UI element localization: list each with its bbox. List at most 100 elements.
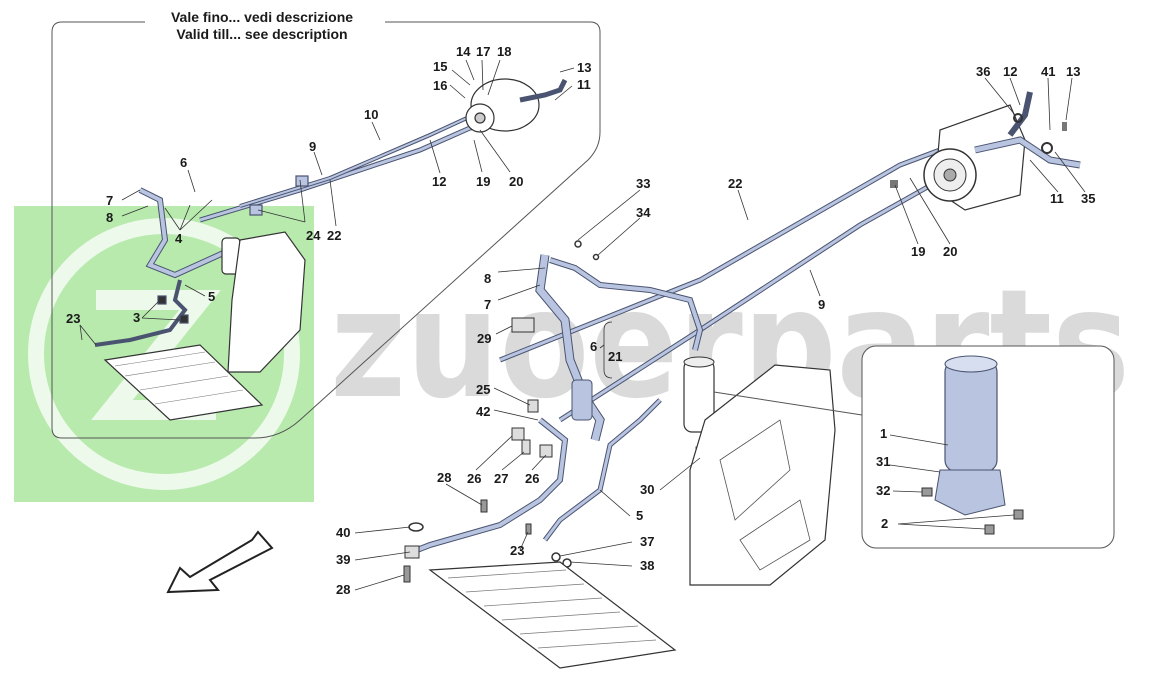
callout-12-inset: 12: [432, 174, 446, 189]
compressor-hub: [943, 168, 957, 182]
inset-condenser: [103, 344, 264, 421]
leader-inset-23: [79, 324, 97, 346]
inset-frame: [51, 21, 601, 439]
leader-inset-7: [121, 189, 141, 201]
bracket-body: [689, 364, 836, 586]
callout-19: 19: [911, 244, 925, 259]
callout-17: 17: [476, 44, 490, 59]
compressor: [923, 104, 1026, 211]
leader-27: [501, 451, 525, 471]
inset-clip-24b: [295, 175, 309, 187]
condenser-frame: [428, 561, 677, 669]
callout-35: 35: [1081, 191, 1095, 206]
leader-31: [889, 464, 941, 473]
detail-drier-body: [944, 359, 998, 473]
callout-33: 33: [636, 176, 650, 191]
oring-33: [574, 240, 582, 248]
condenser: [428, 561, 677, 669]
bolt-28-upper: [480, 499, 488, 513]
hose-42-fill: [411, 418, 568, 554]
inset-pipe-10-fill: [239, 111, 481, 207]
callout-39: 39: [336, 552, 350, 567]
callout-8: 8: [484, 271, 491, 286]
callout-20: 20: [943, 244, 957, 259]
callout-5: 5: [636, 508, 643, 523]
callout-6: 6: [590, 339, 597, 354]
callout-34: 34: [636, 205, 651, 220]
leader-6-bracket: [599, 321, 613, 379]
bracket: [689, 364, 836, 586]
leader-13: [1065, 77, 1073, 121]
inset-pipe-10: [239, 110, 481, 208]
callout-21: 21: [608, 349, 622, 364]
leader-26b: [531, 454, 547, 471]
leader-28-lower: [354, 574, 405, 591]
detail-drier-top: [944, 355, 998, 373]
leader-33: [577, 189, 641, 241]
leader-32: [892, 490, 923, 493]
pipe-9-fill: [559, 178, 941, 422]
callout-28-lower: 28: [336, 582, 350, 597]
leader-1: [889, 434, 949, 446]
hose-8-fill: [549, 258, 703, 351]
leader-36: [984, 77, 1016, 116]
callout-12: 12: [1003, 64, 1017, 79]
leader-inset-13: [559, 67, 575, 73]
screw-13-right: [1062, 122, 1067, 131]
direction-arrow: [166, 530, 274, 594]
detail-nut-2b: [984, 524, 995, 535]
detail-drier-bracket: [934, 469, 1006, 516]
callout-14: 14: [456, 44, 471, 59]
leader-9: [809, 269, 821, 297]
leader-35: [1054, 151, 1086, 193]
callout-7: 7: [484, 297, 491, 312]
leader-40: [354, 526, 411, 534]
callout-26a: 26: [467, 471, 481, 486]
callout-9: 9: [818, 297, 825, 312]
callout-40: 40: [336, 525, 350, 540]
clip-26b: [539, 444, 553, 458]
inset-compressor: [465, 78, 540, 133]
pipe-11-fill: [974, 137, 1081, 168]
callout-41: 41: [1041, 64, 1055, 79]
filter-in-line: [571, 379, 593, 421]
callout-37: 37: [640, 534, 654, 549]
callout-27: 27: [494, 471, 508, 486]
leader-8: [497, 267, 546, 273]
leader-inset-20: [479, 129, 511, 173]
callout-23: 23: [510, 543, 524, 558]
drier-top: [683, 356, 715, 368]
leader-2: [897, 514, 1015, 530]
callout-13: 13: [1066, 64, 1080, 79]
callout-16: 16: [433, 78, 447, 93]
oring-37: [551, 552, 561, 562]
oring-35: [1041, 142, 1053, 154]
pipe-12-right: [1007, 91, 1033, 137]
callout-15: 15: [433, 59, 447, 74]
leader-39: [354, 551, 411, 561]
callout-19-inset: 19: [476, 174, 490, 189]
inset-pipe-11: [519, 78, 568, 103]
leader-5: [599, 489, 631, 517]
leader-inset-14: [465, 59, 475, 81]
callout-23-inset: 23: [66, 311, 80, 326]
callout-29: 29: [477, 331, 491, 346]
leader-inset-16: [449, 84, 466, 99]
inset-bracket: [227, 231, 306, 373]
detail-box: [713, 345, 1115, 549]
leader-30: [659, 457, 701, 491]
inset-clip-3: [157, 295, 167, 305]
leader-12: [1009, 77, 1021, 106]
condenser-fins: [447, 569, 657, 649]
callout-30: 30: [640, 482, 654, 497]
detail-leader: [713, 391, 863, 416]
leader-inset-19: [473, 139, 483, 173]
leader-29: [495, 325, 513, 335]
inset-title-line2: Valid till... see description: [176, 26, 347, 42]
callout-13-inset: 13: [577, 60, 591, 75]
pipe-22-fill: [499, 148, 941, 362]
leader-25: [493, 387, 531, 406]
leader-inset-24: [257, 179, 306, 223]
inset-compressor-hub: [474, 112, 486, 124]
